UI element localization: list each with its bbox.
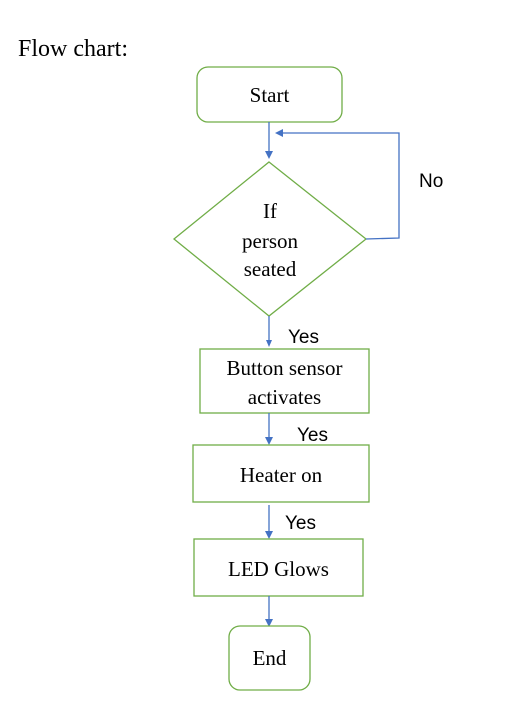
- yes-label: Yes: [288, 327, 319, 348]
- arrowhead: [265, 531, 273, 539]
- yes-label: Yes: [285, 513, 316, 534]
- no-loop-connector: [282, 132, 400, 240]
- arrowhead: [265, 437, 273, 445]
- decision-label-line-1: If: [263, 199, 277, 223]
- decision-label-line-3: seated: [244, 257, 297, 281]
- button-sensor-label-line-1: Button sensor: [226, 356, 342, 380]
- no-label: No: [419, 171, 443, 192]
- led-node: [193, 538, 364, 597]
- led-label: LED Glows: [228, 557, 329, 581]
- page-heading: Flow chart:: [18, 36, 128, 62]
- heater-node: [192, 444, 370, 503]
- button-sensor-node: [199, 348, 370, 414]
- decision-label-line-2: person: [242, 229, 298, 253]
- start-label: Start: [250, 83, 290, 107]
- arrowhead: [266, 340, 272, 347]
- yes-label: Yes: [297, 425, 328, 446]
- arrowhead: [265, 151, 273, 159]
- end-node: [228, 625, 311, 691]
- button-sensor-label-line-2: activates: [248, 385, 321, 409]
- end-label: End: [253, 646, 287, 670]
- heater-label: Heater on: [240, 463, 323, 487]
- arrowhead: [275, 129, 283, 137]
- arrowhead: [265, 619, 273, 627]
